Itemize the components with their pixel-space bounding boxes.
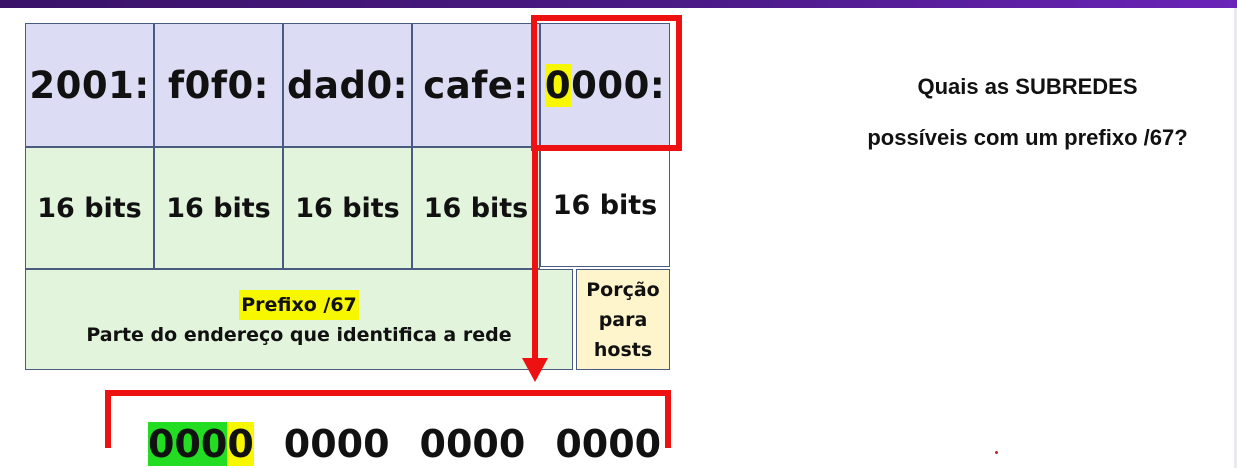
- hex-group-1: 2001:: [25, 23, 154, 147]
- bits-cell-3: 16 bits: [283, 147, 412, 269]
- hex-group-3: dad0:: [283, 23, 412, 147]
- question-line-1: Quais as SUBREDES: [917, 74, 1138, 99]
- yellow-bit: 0: [227, 422, 254, 466]
- right-edge: [1234, 8, 1237, 468]
- bits-cell-2: 16 bits: [154, 147, 283, 269]
- host-line-1: Porção: [586, 278, 660, 301]
- hex-group-text: f0f0:: [168, 63, 269, 107]
- prefix-label: Prefixo /67: [239, 289, 359, 320]
- stray-dot: [995, 451, 998, 454]
- bits-label: 16 bits: [423, 192, 529, 224]
- bits-cell-5: 16 bits: [540, 147, 670, 267]
- red-arrow-shaft: [532, 148, 538, 360]
- hex-group-4: cafe:: [412, 23, 540, 147]
- host-portion-box: Porção para hosts: [576, 269, 670, 370]
- hex-group-2: f0f0:: [154, 23, 283, 147]
- highlighted-digit: 0: [544, 63, 572, 107]
- bits-label: 16 bits: [552, 189, 658, 221]
- binary-expansion: 0000 0000 0000 0000: [148, 420, 661, 468]
- bits-label: 16 bits: [166, 192, 271, 224]
- bracket-top: [105, 390, 671, 396]
- host-line-3: hosts: [593, 338, 653, 361]
- prefix-description: Parte do endereço que identifica a rede: [86, 323, 512, 346]
- bracket-right: [665, 390, 671, 448]
- bits-cell-1: 16 bits: [25, 147, 154, 269]
- red-highlight-box: [531, 15, 682, 151]
- hex-group-text: cafe:: [423, 63, 529, 107]
- hex-group-5-text: 0000:: [544, 63, 666, 107]
- binary-group-4: 0000: [555, 422, 662, 466]
- red-arrow-head: [522, 358, 548, 382]
- bits-label: 16 bits: [295, 192, 400, 224]
- question-line-2: possíveis com um prefixo /67?: [867, 125, 1188, 150]
- bits-cell-4: 16 bits: [412, 147, 540, 269]
- hex-group-5-rest: 000:: [571, 63, 666, 107]
- hex-group-5: 0000:: [540, 23, 670, 147]
- bracket-left: [105, 390, 111, 448]
- top-accent-bar: [0, 0, 1237, 8]
- bits-label: 16 bits: [37, 192, 142, 224]
- binary-group-3: 0000: [419, 422, 526, 466]
- binary-group-2: 0000: [283, 422, 390, 466]
- hex-group-text: 2001:: [29, 63, 150, 107]
- green-bits: 000: [148, 422, 228, 466]
- host-line-2: para: [598, 308, 648, 331]
- hex-group-text: dad0:: [287, 63, 408, 107]
- prefix-box: Prefixo /67 Parte do endereço que identi…: [25, 269, 573, 370]
- binary-group-1: 0000: [148, 420, 254, 468]
